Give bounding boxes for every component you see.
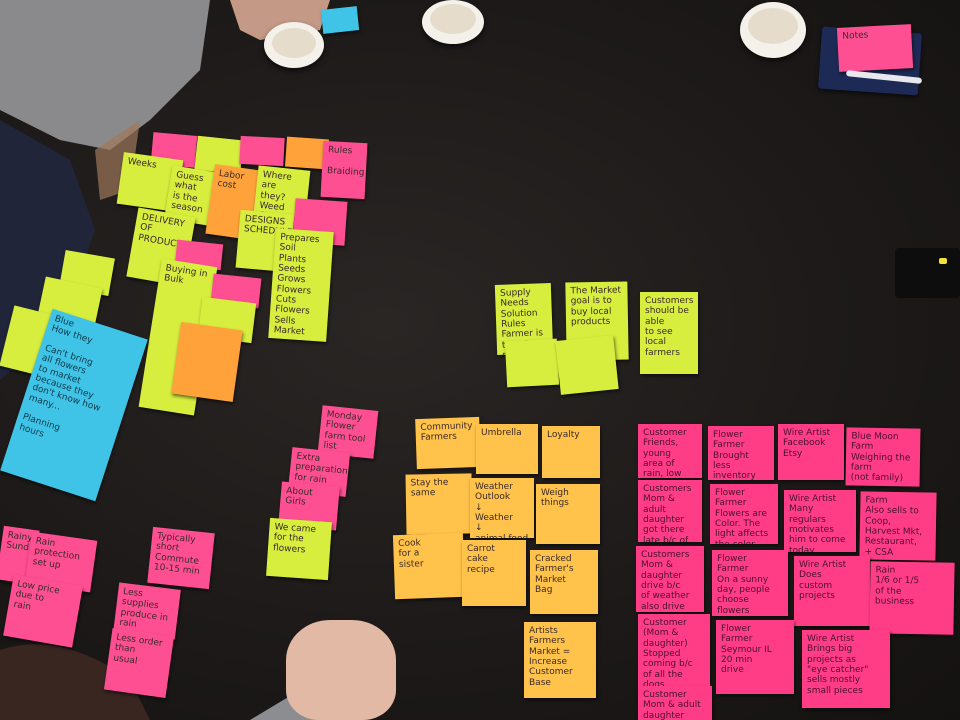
note-text: Rules Braiding (326, 145, 365, 178)
note-text: Community Farmers (420, 421, 473, 444)
sticky-note: Artists Farmers Market = Increase Custom… (524, 622, 596, 698)
note-text: Rain protection set up (32, 536, 81, 571)
note-text: Wire Artist Facebook Etsy (783, 428, 831, 459)
sticky-note: Loyalty (542, 426, 600, 478)
note-text: Carrot cake recipe (467, 544, 495, 575)
person-head-bottom (0, 644, 150, 720)
note-text: The Market goal is to buy local products (570, 285, 622, 328)
sticky-note: Customer Mom & adult daughter (638, 686, 712, 720)
sticky-note: Blue Moon Farm Weighing the farm (not fa… (845, 427, 921, 487)
sticky-note: Less order than usual (103, 627, 175, 699)
sticky-note: Flower Farmer Flowers are Color. The lig… (710, 484, 778, 544)
note-text: Low price due to rain (12, 579, 61, 613)
sticky-note (239, 135, 285, 167)
note-text: Wire Artist Brings big projects as "eye … (807, 634, 869, 696)
note-text: Artists Farmers Market = Increase Custom… (529, 626, 573, 688)
sticky-note: Wire Artist Brings big projects as "eye … (802, 630, 890, 708)
note-text: Buying in Bulk (163, 263, 209, 287)
note-text: Weather Outlook ↓ Weather ↓ animal food (475, 482, 528, 538)
sticky-note: Low price due to rain (3, 574, 83, 648)
note-text: Wire Artist Many regulars motivates him … (789, 494, 846, 552)
mug-liquid (272, 28, 316, 58)
note-text: Customers should be able to see local fa… (645, 296, 694, 358)
sticky-note: Flower Farmer Brought less inventory (708, 426, 774, 480)
note-text: Blue Moon Farm Weighing the farm (not fa… (850, 431, 911, 484)
note-text: Customer Mom & adult daughter (643, 690, 701, 720)
note-text: Customer (Mom & daughter) Stopped coming… (643, 618, 693, 686)
sticky-note: Flower Farmer On a sunny day, people cho… (712, 550, 788, 616)
sticky-note: Wire Artist Does custom projects (794, 556, 870, 626)
note-text: Weigh things (541, 488, 569, 509)
note-text: Flower Farmer On a sunny day, people cho… (717, 554, 770, 616)
sticky-note: Customers should be able to see local fa… (640, 292, 698, 374)
note-text: Less supplies produce in rain (118, 586, 169, 630)
note-text: Cook for a sister (398, 538, 424, 570)
sticky-note: Stay the same (405, 473, 473, 535)
note-text: Prepares Soil Plants Seeds Grows Flowers… (273, 232, 320, 338)
sticky-note: Community Farmers (415, 416, 481, 470)
sticky-note (555, 335, 619, 395)
sticky-note: Umbrella (476, 424, 538, 474)
note-text: Monday Flower farm tool list (322, 409, 366, 452)
sticky-note: Typically short Commute 10-15 min (147, 526, 215, 590)
note-text: Customer Friends, young area of rain, lo… (643, 428, 687, 478)
sticky-note-teal-small (320, 6, 360, 34)
sticky-note: We came for the flowers (266, 517, 332, 581)
sticky-note: Customers Mom & adult daughter got there… (638, 480, 702, 542)
sticky-note: Carrot cake recipe (462, 540, 526, 606)
sticky-note: Cook for a sister (392, 532, 466, 600)
note-text: Cracked Farmer's Market Bag (535, 554, 574, 596)
sticky-note: Weigh things (536, 484, 600, 544)
power-strip (895, 248, 960, 298)
sticky-note: Wire Artist Facebook Etsy (778, 424, 844, 480)
person-grey-sweater (0, 0, 210, 150)
note-text: We came for the flowers (272, 522, 317, 556)
note-text: Typically short Commute 10-15 min (153, 531, 201, 578)
coffee-mug (740, 2, 806, 58)
note-text: Loyalty (547, 430, 580, 440)
note-text: Customers Mom & daughter drive b/c of we… (641, 550, 690, 612)
sticky-note: Prepares Soil Plants Seeds Grows Flowers… (268, 228, 334, 342)
note-text: Flower Farmer Brought less inventory (713, 430, 756, 480)
sticky-note-pink: Notes (836, 24, 914, 72)
note-text: About Girls (284, 485, 314, 509)
mug-liquid (430, 4, 476, 34)
note-text: Extra preparation for rain (293, 451, 349, 486)
note-text: Rain 1/6 or 1/5 of the business (874, 565, 920, 608)
sticky-note: Farm Also sells to Coop, Harvest Mkt, Re… (859, 491, 937, 561)
sticky-note: Customer Friends, young area of rain, lo… (638, 424, 702, 478)
sticky-note: Weather Outlook ↓ Weather ↓ animal food (470, 478, 534, 538)
sticky-note: Rain 1/6 or 1/5 of the business (869, 561, 955, 635)
clasped-hands (286, 620, 396, 720)
mug-liquid (748, 8, 798, 44)
sticky-note: Rules Braiding (320, 140, 368, 200)
sticky-note: Wire Artist Many regulars motivates him … (784, 490, 856, 552)
sticky-note: Flower Farmer Seymour IL 20 min drive (716, 620, 794, 694)
sticky-note (504, 338, 560, 388)
indicator-light (939, 258, 947, 264)
note-text: Weeks (126, 156, 158, 171)
note-text: Flower Farmer Seymour IL 20 min drive (721, 624, 772, 676)
note-text: Umbrella (481, 428, 522, 438)
coffee-mug (422, 0, 484, 44)
coffee-mug (264, 22, 324, 68)
note-text: Stay the same (410, 477, 449, 499)
sticky-note: Customer (Mom & daughter) Stopped coming… (638, 614, 710, 686)
note-text: Wire Artist Does custom projects (799, 560, 847, 602)
note-text: Farm Also sells to Coop, Harvest Mkt, Re… (864, 495, 923, 558)
note-text: Flower Farmer Flowers are Color. The lig… (715, 488, 769, 544)
note-text: Less order than usual (112, 632, 164, 667)
note-text: Notes (842, 30, 869, 42)
sticky-note: Cracked Farmer's Market Bag (530, 550, 598, 614)
sticky-note (171, 322, 243, 402)
note-text: Customers Mom & adult daughter got there… (643, 484, 692, 542)
sticky-note: Customers Mom & daughter drive b/c of we… (636, 546, 704, 612)
